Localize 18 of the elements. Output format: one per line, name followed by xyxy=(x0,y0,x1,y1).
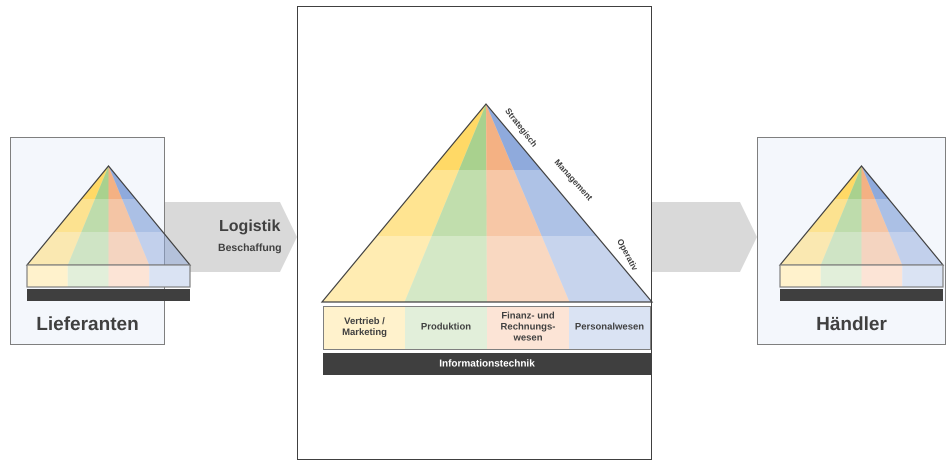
department-cell xyxy=(323,306,405,350)
department-cell xyxy=(569,306,651,350)
partner-box xyxy=(757,137,946,345)
department-name: Vertrieb / Marketing xyxy=(341,317,388,339)
chevron-arrow xyxy=(652,202,757,272)
company-box xyxy=(297,6,652,460)
department-name: Personalwesen xyxy=(574,322,646,334)
department-name: Finanz- und Rechnungs-wesen xyxy=(500,312,556,344)
department-cell xyxy=(487,306,569,350)
department-name: Produktion xyxy=(420,322,472,334)
infrastructure-bar xyxy=(323,353,651,375)
chevron-arrow xyxy=(165,202,297,272)
infrastructure-name: Informationstechnik xyxy=(438,358,536,370)
flow-label: Beschaffung xyxy=(218,242,282,254)
partner-name: Lieferanten xyxy=(35,314,140,336)
flow-label: Logistik xyxy=(219,218,280,236)
department-cell xyxy=(405,306,487,350)
partner-name: Händler xyxy=(815,314,888,336)
